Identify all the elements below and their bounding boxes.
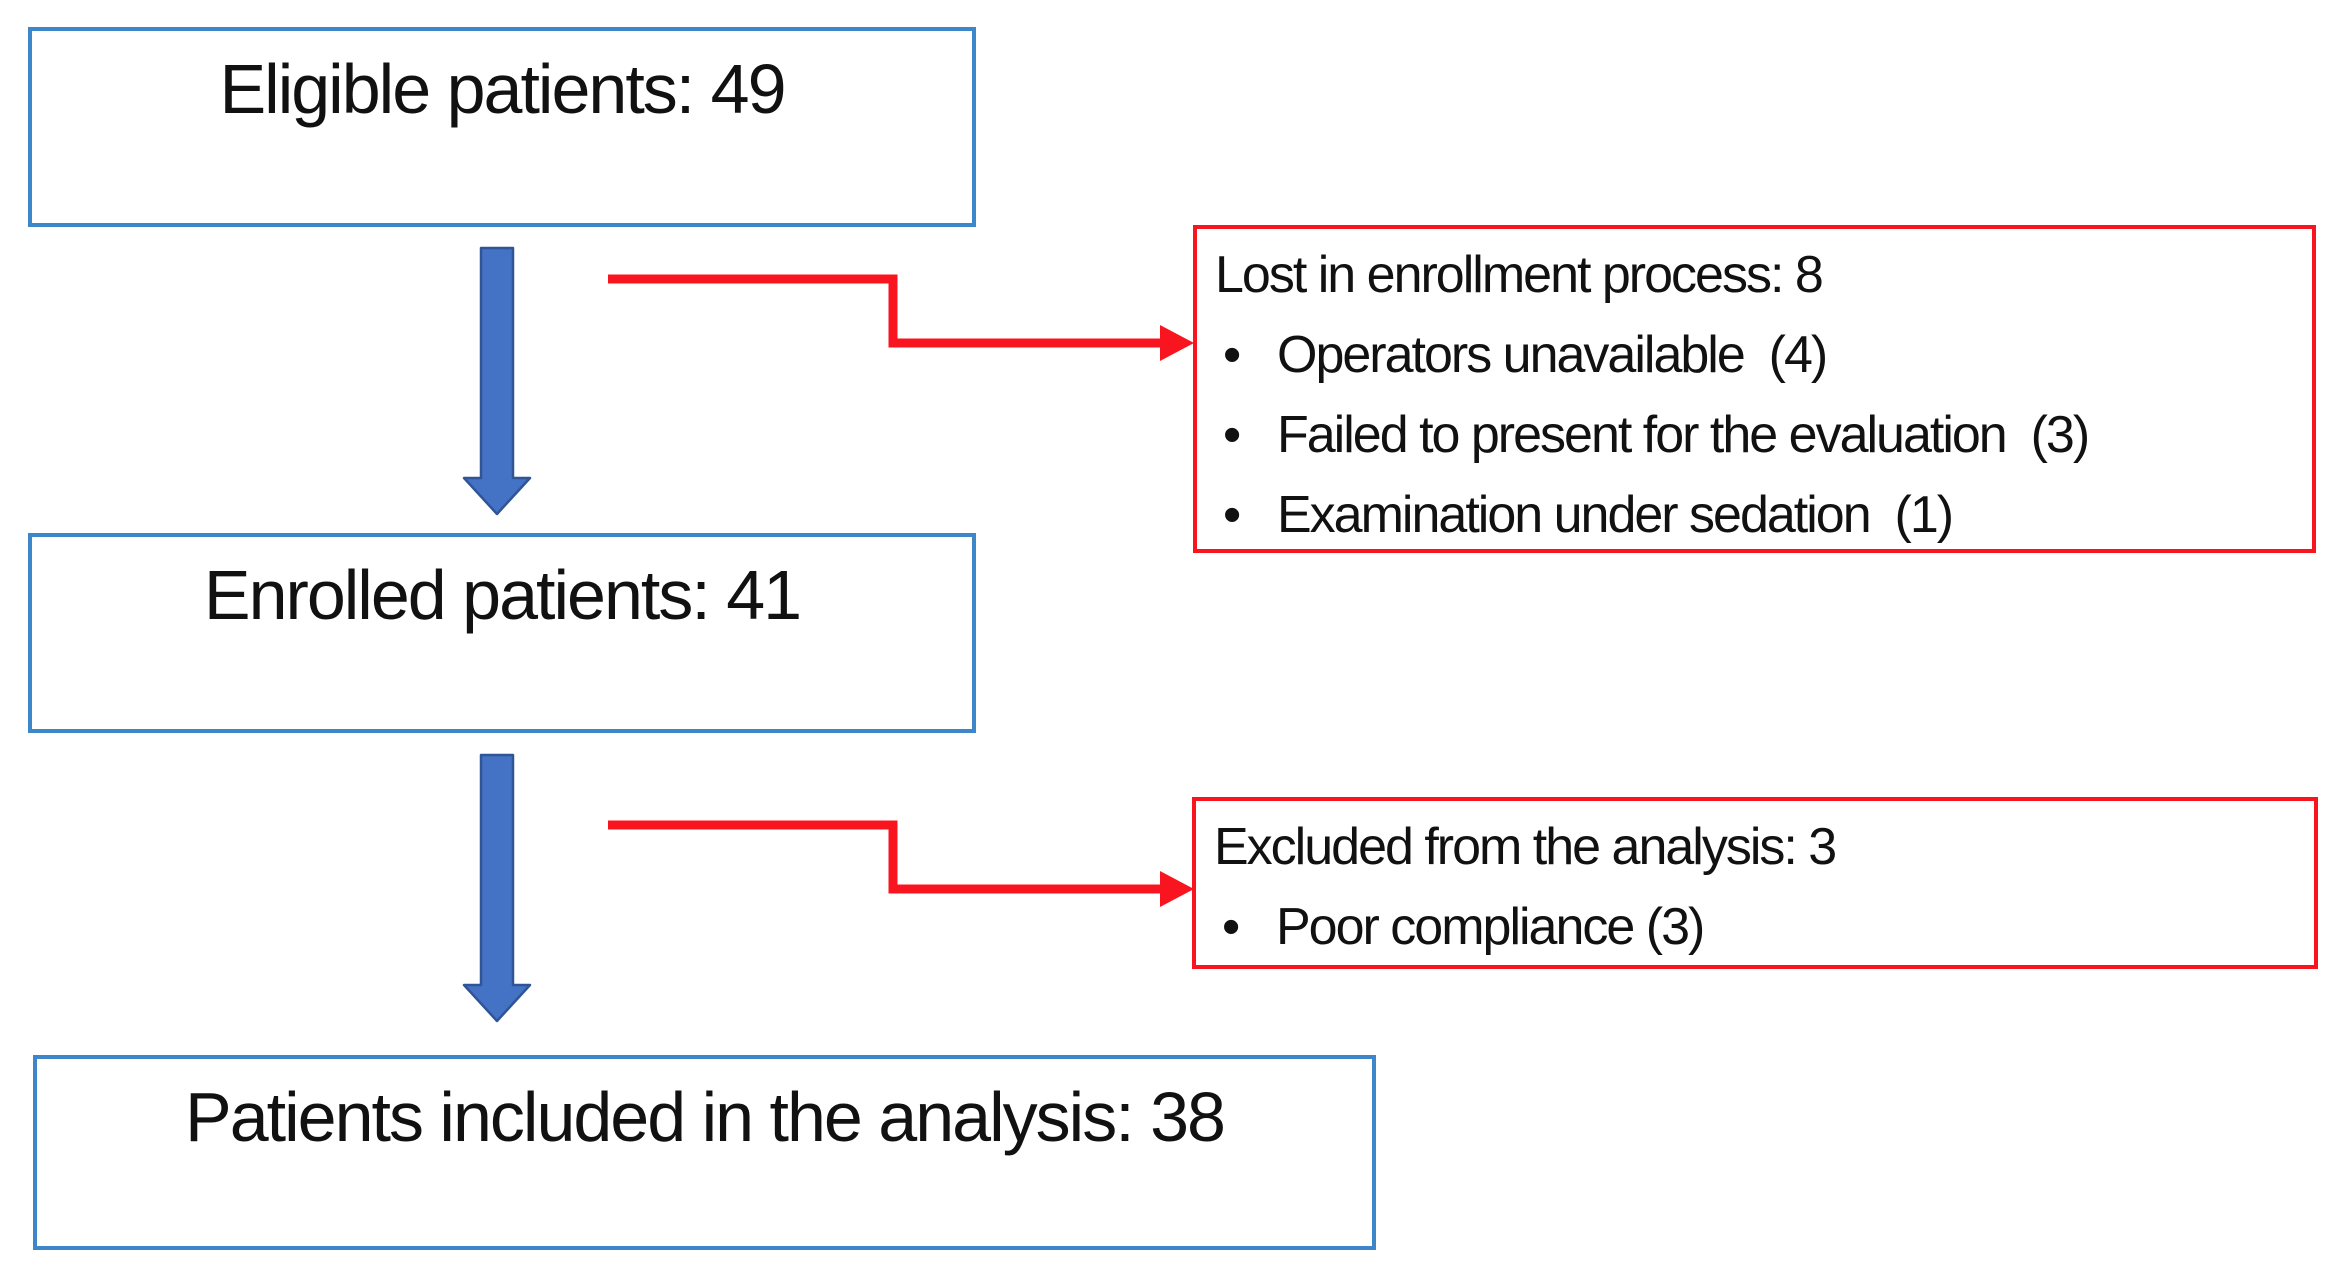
- down-arrow-icon: [462, 246, 532, 516]
- flow-box-label: Enrolled patients: 41: [203, 556, 802, 634]
- flow-box-included-patients: Patients included in the analysis: 38: [33, 1055, 1376, 1250]
- exclusion-list-item: • Operators unavailable (4): [1215, 315, 2294, 395]
- flow-box-eligible-patients: Eligible patients: 49: [28, 27, 976, 227]
- exclusion-item-label: Examination under sedation (1): [1277, 486, 1954, 544]
- flow-box-label: Eligible patients: 49: [219, 50, 786, 128]
- bullet-icon: •: [1222, 898, 1240, 956]
- exclusion-box-title: Lost in enrollment process: 8: [1215, 246, 1824, 304]
- bullet-icon: •: [1223, 486, 1241, 544]
- exclusion-list: • Operators unavailable (4) • Failed to …: [1215, 315, 2294, 555]
- exclusion-box-title: Excluded from the analysis: 3: [1214, 818, 1837, 876]
- exclusion-list-item: • Poor compliance (3): [1214, 887, 2296, 967]
- exclusion-box-enrollment: Lost in enrollment process: 8 • Operator…: [1193, 225, 2316, 553]
- bullet-icon: •: [1223, 326, 1241, 384]
- flow-box-enrolled-patients: Enrolled patients: 41: [28, 533, 976, 733]
- exclusion-list: • Poor compliance (3): [1214, 887, 2296, 967]
- elbow-connector-arrow-icon: [608, 820, 1194, 907]
- exclusion-item-label: Failed to present for the evaluation (3): [1277, 406, 2090, 464]
- flow-box-label: Patients included in the analysis: 38: [185, 1078, 1226, 1156]
- elbow-connector-arrow-icon: [608, 274, 1194, 361]
- down-arrow-icon: [462, 753, 532, 1023]
- exclusion-item-label: Poor compliance (3): [1276, 898, 1705, 956]
- bullet-icon: •: [1223, 406, 1241, 464]
- exclusion-list-item: • Examination under sedation (1): [1215, 475, 2294, 555]
- exclusion-box-analysis: Excluded from the analysis: 3 • Poor com…: [1192, 797, 2318, 969]
- exclusion-item-label: Operators unavailable (4): [1277, 326, 1828, 384]
- exclusion-list-item: • Failed to present for the evaluation (…: [1215, 395, 2294, 475]
